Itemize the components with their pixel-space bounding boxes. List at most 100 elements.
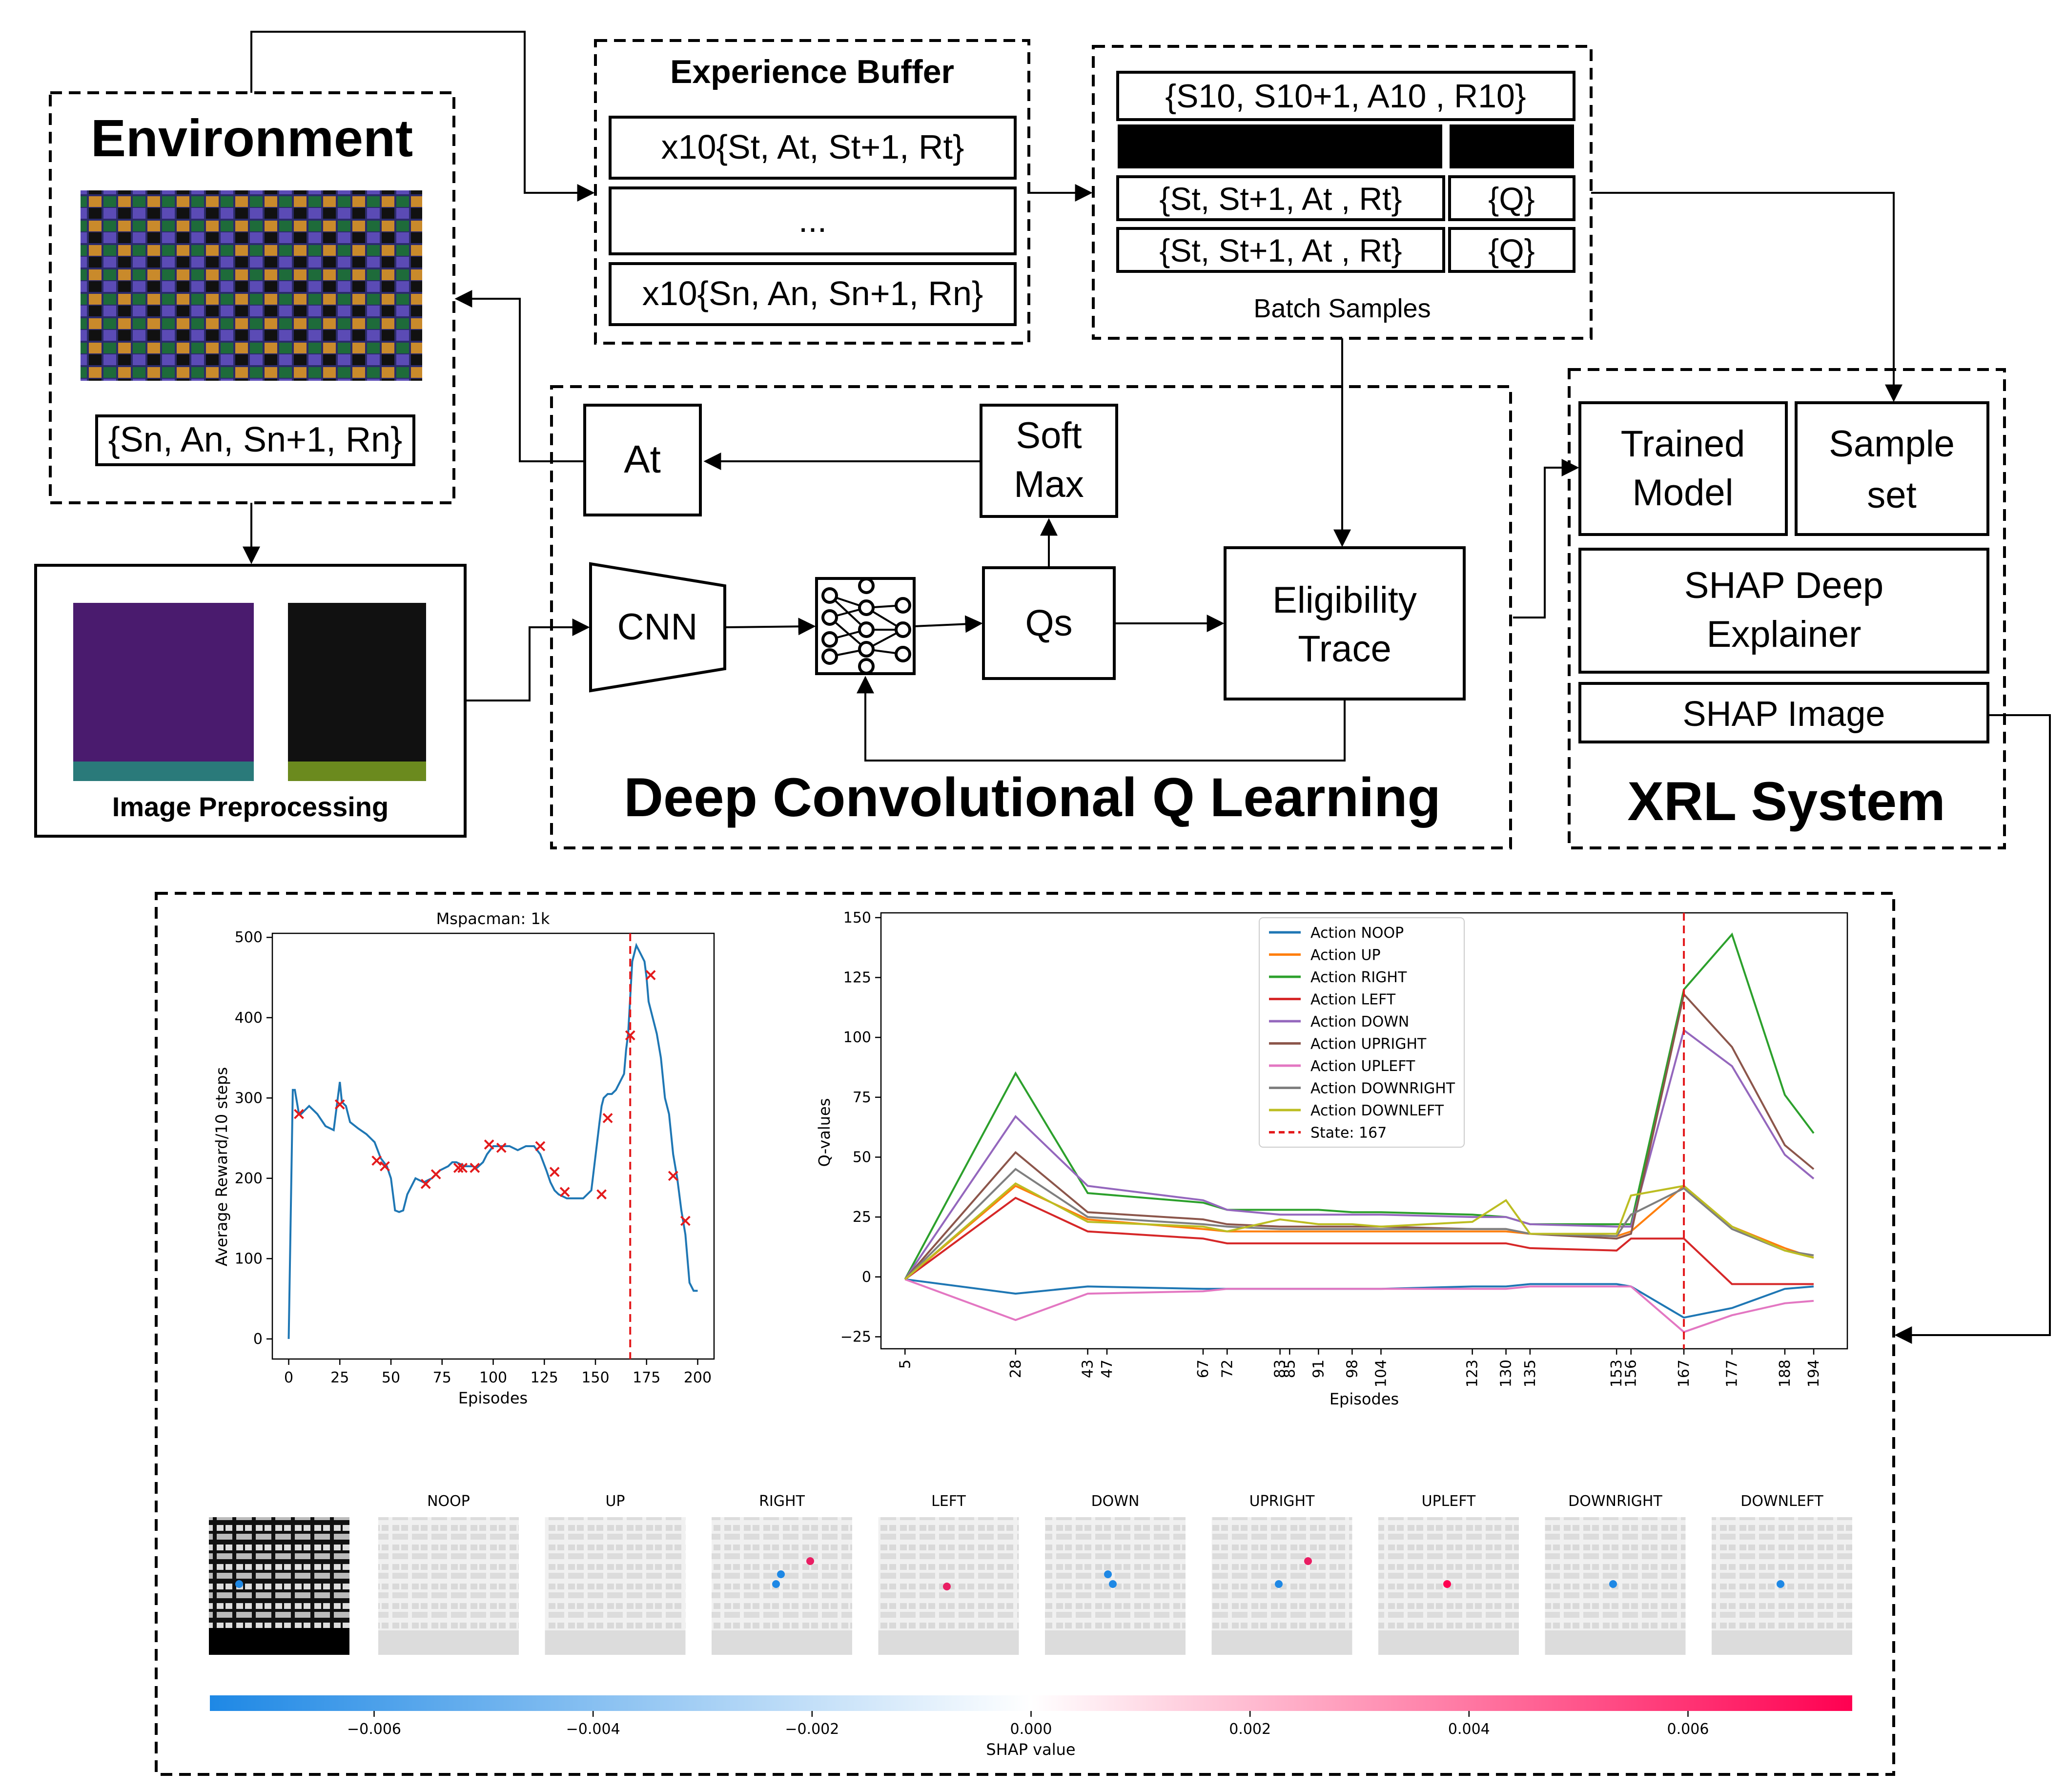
environment-panel: Environment {Sn, An, Sn+1, Rn} — [49, 91, 455, 504]
q-y-tick-label: 150 — [843, 909, 871, 927]
q-y-tick-label: 50 — [853, 1149, 871, 1166]
buffer-row-1-text: x10{St, At, St+1, Rt} — [661, 128, 964, 166]
reward-marker — [680, 1215, 691, 1226]
q-series-line — [904, 992, 1815, 1280]
q-x-tick-label: 188 — [1777, 1359, 1794, 1387]
reward-x-tick-label: 200 — [684, 1369, 712, 1386]
shap-image-to-results-arrow — [1894, 714, 2051, 1344]
q-chart-ylabel: Q-values — [815, 1098, 834, 1167]
shap-map-footer — [712, 1630, 852, 1655]
batch-row-3 — [1116, 175, 1445, 221]
reward-y-tick-label: 400 — [235, 1009, 263, 1027]
q-x-tick-label: 194 — [1805, 1359, 1822, 1387]
action-to-env-arrow — [454, 290, 585, 462]
reward-x-tick-label: 150 — [581, 1369, 609, 1386]
atari-games-mosaic-inner — [117, 190, 386, 381]
legend-entry: Action UPRIGHT — [1310, 1036, 1427, 1053]
softmax-line-2: Max — [1014, 464, 1084, 505]
experience-buffer-panel: Experience Buffer x10{St, At, St+1, Rt} … — [594, 39, 1030, 345]
reward-chart-xlabel: Episodes — [458, 1389, 528, 1407]
trained-model-line-2: Model — [1633, 472, 1734, 514]
reward-x-tick-label: 125 — [531, 1369, 558, 1386]
softmax-line-1: Soft — [1016, 415, 1082, 456]
q-x-tick-label: 167 — [1676, 1359, 1693, 1387]
q-y-tick-label: 0 — [862, 1269, 871, 1286]
q-x-tick-label: 135 — [1522, 1359, 1539, 1387]
reward-y-tick-label: 0 — [253, 1331, 263, 1348]
preprocessed-frame-gray — [288, 603, 426, 781]
legend-entry: Action UPLEFT — [1310, 1058, 1415, 1075]
reward-chart-title: Mspacman: 1k — [436, 909, 550, 928]
q-series-line — [904, 1184, 1814, 1280]
reward-marker — [457, 1163, 468, 1173]
shap-map-footer — [1545, 1630, 1686, 1655]
shap-explainer-line-2: Explainer — [1707, 614, 1861, 655]
shap-hotspot — [1304, 1557, 1312, 1565]
shap-map-footer — [1712, 1630, 1852, 1655]
buffer-row-2-text: ... — [798, 201, 827, 239]
reward-marker — [559, 1187, 570, 1197]
reward-x-tick-label: 25 — [330, 1369, 349, 1386]
eligibility-trace-line-1: Eligibility — [1272, 579, 1417, 621]
q-series-line — [904, 1168, 1814, 1280]
trace-feedback-arrow — [857, 676, 1346, 762]
q-x-tick-label: 43 — [1080, 1359, 1097, 1378]
batch-samples-panel: {S10, S10+1, A10 , R10} {St, St+1, At , … — [1092, 45, 1593, 340]
reward-y-tick-label: 300 — [235, 1090, 263, 1107]
colorbar-label: SHAP value — [986, 1740, 1075, 1759]
softmax-box — [980, 404, 1118, 518]
preprocessing-panel: Image Preprocessing — [34, 564, 467, 838]
legend-entry: Action UP — [1310, 947, 1381, 964]
reward-y-tick-label: 100 — [235, 1250, 263, 1267]
dcql-to-trained-model-arrow — [1513, 459, 1579, 618]
shap-map-label: DOWN — [1091, 1493, 1140, 1510]
legend-entry: Action DOWN — [1310, 1013, 1409, 1030]
environment-tuple-box — [95, 414, 415, 466]
eligibility-trace-box — [1224, 546, 1466, 700]
reward-marker — [549, 1167, 560, 1177]
legend-entry: Action DOWNLEFT — [1310, 1102, 1444, 1119]
buffer-row-3 — [609, 262, 1017, 326]
shap-map-label: DOWNRIGHT — [1568, 1493, 1662, 1510]
shap-map-label: NOOP — [427, 1493, 470, 1510]
shap-map-label: LEFT — [931, 1493, 966, 1510]
shap-hotspot — [1109, 1580, 1117, 1588]
q-series-line — [904, 1196, 1814, 1285]
reward-marker — [371, 1155, 382, 1166]
q-x-tick-label: 130 — [1498, 1359, 1515, 1387]
reward-x-tick-label: 75 — [433, 1369, 451, 1386]
reward-marker — [484, 1139, 494, 1150]
batch-row-2-q-redacted — [1450, 124, 1574, 168]
shap-image-box — [1578, 682, 1989, 743]
cnn-label: CNN — [617, 606, 698, 648]
reward-marker — [334, 1099, 345, 1110]
colorbar-tick-label: 0.004 — [1448, 1721, 1490, 1738]
buffer-row-2 — [609, 186, 1017, 255]
reward-x-tick-label: 0 — [284, 1369, 293, 1386]
reward-chart-ylabel: Average Reward/10 steps — [212, 1067, 231, 1266]
q-chart-frame — [880, 912, 1848, 1350]
preprocessed-frame-gray-ground — [288, 762, 426, 781]
env-to-buffer-arrow — [250, 31, 595, 202]
colorbar-tick-label: 0.002 — [1229, 1721, 1271, 1738]
q-y-tick-label: 25 — [853, 1209, 871, 1226]
original-frame-footer — [209, 1628, 349, 1655]
preprocessed-frame-ground — [73, 762, 254, 781]
reward-marker — [496, 1142, 507, 1153]
shap-hotspot — [1609, 1580, 1617, 1588]
q-y-tick-label: −25 — [840, 1328, 871, 1345]
eligibility-trace-line-2: Trace — [1298, 628, 1391, 670]
shap-map-footer — [545, 1630, 686, 1655]
reward-marker — [470, 1163, 480, 1173]
shap-hotspot — [1777, 1580, 1784, 1588]
q-x-tick-label: 67 — [1195, 1359, 1212, 1378]
q-x-tick-label: 91 — [1310, 1359, 1327, 1378]
xrl-system-frame — [1568, 368, 2006, 849]
dcql-panel: At Soft Max CNN Qs Eligibility Trace Dee… — [550, 385, 1512, 849]
